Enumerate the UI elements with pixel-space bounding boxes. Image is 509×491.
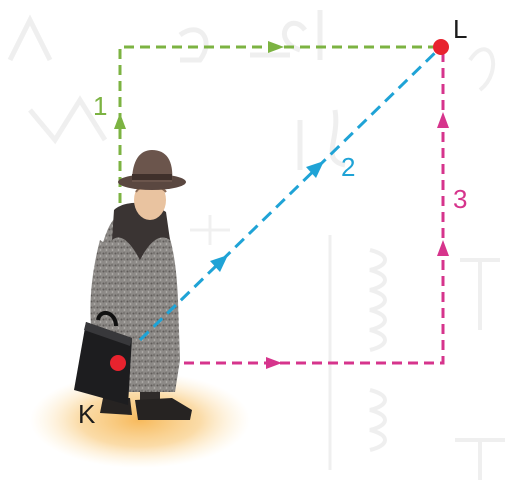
point-l-label: L [453, 14, 467, 44]
path-1-arrow-right [268, 41, 284, 53]
path-3-label: 3 [453, 184, 467, 214]
point-k-label: K [78, 399, 96, 429]
point-k-dot [110, 355, 126, 371]
path-2 [140, 47, 441, 340]
point-l-dot [433, 39, 449, 55]
man-with-briefcase [74, 150, 192, 420]
path-1-arrow-up [114, 113, 126, 129]
path-3-arrow-up-upper [437, 112, 449, 128]
path-2-label: 2 [341, 152, 355, 182]
path-3-arrow-right [266, 357, 282, 369]
path-3-arrow-up-lower [437, 240, 449, 256]
path-1-label: 1 [93, 91, 107, 121]
